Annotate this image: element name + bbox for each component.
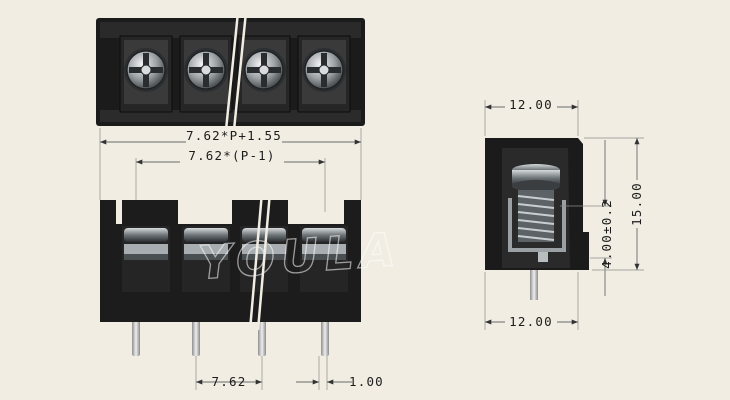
side-view	[485, 138, 589, 300]
top-view	[96, 11, 365, 131]
pitch-label: 7.62	[212, 374, 247, 389]
side-top-width-label: 12.00	[509, 97, 553, 112]
front-screw-cap	[242, 228, 286, 242]
pin	[192, 318, 200, 356]
screw-height-label: 4.00±0.2	[599, 199, 614, 269]
pin-width-label: 1.00	[349, 374, 384, 389]
pin-span-label: 7.62*(P-1)	[188, 148, 275, 163]
side-bottom-width-dimension: 12.00	[484, 272, 579, 330]
pin	[321, 318, 329, 356]
side-top-width-dimension: 12.00	[484, 97, 579, 136]
overall-length-label: 7.62*P+1.55	[186, 128, 282, 143]
front-screw-cap	[184, 228, 228, 242]
pin-span-dimension: 7.62*(P-1)	[135, 148, 326, 212]
screw-height-dimension: 4.00±0.2	[560, 140, 614, 296]
overall-length-dimension: 7.62*P+1.55	[99, 128, 362, 200]
total-height-label: 15.00	[629, 182, 644, 226]
front-screw-cap	[124, 228, 168, 242]
side-bottom-width-label: 12.00	[509, 314, 553, 329]
front-view: YOULA	[100, 191, 404, 356]
pitch-dimension: 7.62	[195, 356, 263, 390]
break-line	[232, 11, 248, 131]
side-screw-thread	[517, 190, 555, 242]
total-height-dimension: 15.00	[584, 137, 644, 271]
pin	[258, 318, 266, 356]
front-screw-cap	[302, 228, 346, 242]
pin-width-dimension: 1.00	[296, 356, 384, 390]
side-view-pin	[530, 258, 538, 300]
break-line	[248, 191, 264, 331]
break-line	[224, 11, 240, 131]
pin	[132, 318, 140, 356]
break-line	[256, 191, 272, 331]
